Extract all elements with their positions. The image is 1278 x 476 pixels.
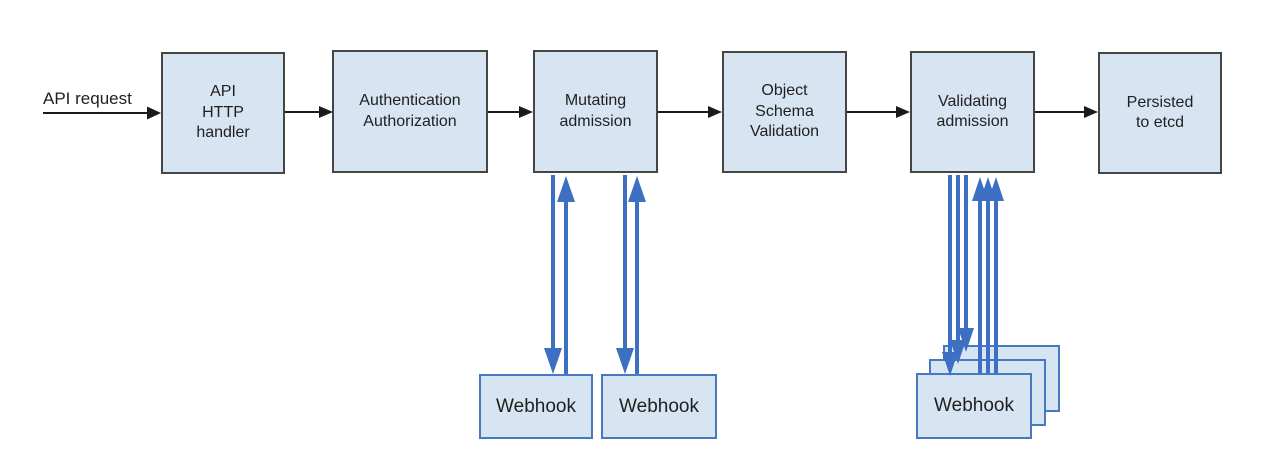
- flow-arrow-validating-to-etcd: [1035, 106, 1098, 118]
- mutating-webhook-box-1: Webhook: [479, 374, 593, 439]
- mutating-webhook1-response-arrow: [557, 176, 575, 374]
- validating-webhook-response-arrows: [972, 177, 1004, 373]
- api-request-label: API request: [43, 89, 132, 108]
- node-api-http-handler: API HTTP handler: [161, 52, 285, 174]
- flow-arrow-handler-to-auth: [285, 106, 333, 118]
- mutating-webhook2-call-arrow: [616, 175, 634, 374]
- node-object-schema-validation: Object Schema Validation: [722, 51, 847, 173]
- mutating-webhook1-call-arrow: [544, 175, 562, 374]
- mutating-webhook-box-2: Webhook: [601, 374, 717, 439]
- flow-arrow-mutating-to-schema: [658, 106, 722, 118]
- flow-arrow-schema-to-validating: [847, 106, 910, 118]
- mutating-webhook2-response-arrow: [628, 176, 646, 374]
- node-validating-admission: Validating admission: [910, 51, 1035, 173]
- node-mutating-admission: Mutating admission: [533, 50, 658, 173]
- node-authentication-authorization: Authentication Authorization: [332, 50, 488, 173]
- validating-webhook-box-front: Webhook: [916, 373, 1032, 439]
- flow-arrow-auth-to-mutating: [488, 106, 533, 118]
- node-persisted-to-etcd: Persisted to etcd: [1098, 52, 1222, 174]
